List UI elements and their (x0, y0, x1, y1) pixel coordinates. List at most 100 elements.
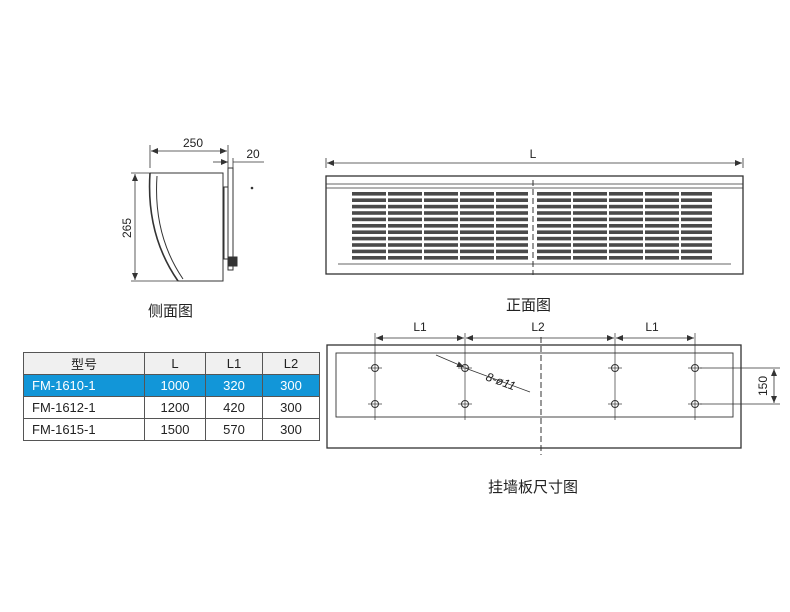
grille-louver (352, 249, 386, 254)
grille-louver (424, 243, 458, 247)
grille-louver (460, 230, 494, 234)
grille-louver (424, 249, 458, 254)
grille-louver (352, 198, 386, 202)
table-cell-l2: 300 (262, 396, 320, 419)
grille-louver (645, 204, 679, 209)
grille-louver (352, 256, 386, 260)
grille-louver (352, 230, 386, 234)
grille-louver (460, 204, 494, 209)
grille-louver (496, 224, 528, 228)
grille-louver (609, 230, 643, 234)
grille-louver (537, 256, 571, 260)
grille-louver (352, 211, 386, 215)
grille-louver (388, 236, 422, 241)
plate-dim-hole-spacing-label: 150 (756, 376, 770, 396)
grille-louver (460, 192, 494, 196)
grille-louver (424, 230, 458, 234)
grille-louver (496, 236, 528, 241)
grille-louver (609, 217, 643, 222)
grille-louver (645, 249, 679, 254)
table-cell-l1: 420 (205, 396, 263, 419)
table-row[interactable]: FM-1615-1 1500 570 300 (23, 418, 320, 441)
grille-louver (681, 256, 712, 260)
table-cell-model: FM-1612-1 (23, 396, 145, 419)
table-cell-l: 1000 (144, 374, 206, 397)
table-cell-l: 1500 (144, 418, 206, 441)
grille-louver (496, 243, 528, 247)
grille-louver (388, 211, 422, 215)
spec-header-l1: L1 (205, 352, 263, 375)
grille-louver (496, 211, 528, 215)
grille-louver (496, 204, 528, 209)
table-cell-model: FM-1610-1 (23, 374, 145, 397)
grille-louver (609, 192, 643, 196)
grille-louver (645, 224, 679, 228)
grille-louver (645, 236, 679, 241)
grille-louver (352, 224, 386, 228)
grille-louver (460, 224, 494, 228)
grille-louver (681, 249, 712, 254)
grille-louver (537, 249, 571, 254)
grille-louver (424, 224, 458, 228)
grille-louver (681, 204, 712, 209)
grille-louver (460, 243, 494, 247)
grille-louver (609, 204, 643, 209)
table-row[interactable]: FM-1610-1 1000 320 300 (23, 374, 320, 397)
grille-louver (388, 192, 422, 196)
grille-louver (645, 192, 679, 196)
table-cell-model: FM-1615-1 (23, 418, 145, 441)
side-dim-width-label: 250 (183, 136, 203, 150)
grille-louver (537, 243, 571, 247)
grille-louver (537, 224, 571, 228)
grille-louver (424, 256, 458, 260)
grille-louver (645, 256, 679, 260)
grille-louver (496, 230, 528, 234)
side-dim-height-label: 265 (120, 218, 134, 238)
grille-louver (388, 198, 422, 202)
table-cell-l1: 570 (205, 418, 263, 441)
grille-louver (388, 249, 422, 254)
table-cell-l2: 300 (262, 374, 320, 397)
plate-hole-note-label: 8-ø11 (484, 370, 517, 394)
grille-louver (352, 243, 386, 247)
grille-louver (645, 230, 679, 234)
front-view-caption: 正面图 (506, 296, 552, 314)
grille-louver (609, 224, 643, 228)
grille-louver (537, 192, 571, 196)
grille-louver (424, 192, 458, 196)
grille-louver (573, 204, 607, 209)
grille-louver (573, 224, 607, 228)
wall-plate-caption: 挂墙板尺寸图 (488, 478, 579, 496)
grille-louver (609, 198, 643, 202)
grille-louver (388, 204, 422, 209)
table-cell-l1: 320 (205, 374, 263, 397)
grille-louver (496, 217, 528, 222)
grille-louver (573, 230, 607, 234)
grille-louver (424, 204, 458, 209)
grille-louver (645, 211, 679, 215)
grille-louver (460, 256, 494, 260)
grille-louver (496, 198, 528, 202)
mounting-holes (368, 364, 702, 408)
grille-louver (645, 217, 679, 222)
grille-louver (681, 198, 712, 202)
grille-louver (681, 224, 712, 228)
grille-louver (352, 236, 386, 241)
grille-louver (645, 198, 679, 202)
grille-louver (388, 217, 422, 222)
grille-louver (460, 217, 494, 222)
grille-louver (573, 236, 607, 241)
plate-dim-l1-left-label: L1 (413, 320, 427, 334)
grille-louver (496, 249, 528, 254)
grille-louver (609, 236, 643, 241)
grille-louver (352, 192, 386, 196)
plate-dim-l2-label: L2 (531, 320, 545, 334)
grille-louver (424, 211, 458, 215)
grille-louver (460, 236, 494, 241)
grille-louver (573, 249, 607, 254)
side-view-drawing (131, 145, 264, 282)
side-view-caption: 侧面图 (148, 302, 194, 320)
spec-header-l: L (144, 352, 206, 375)
table-row[interactable]: FM-1612-1 1200 420 300 (23, 396, 320, 419)
side-dim-thickness-label: 20 (246, 147, 260, 161)
